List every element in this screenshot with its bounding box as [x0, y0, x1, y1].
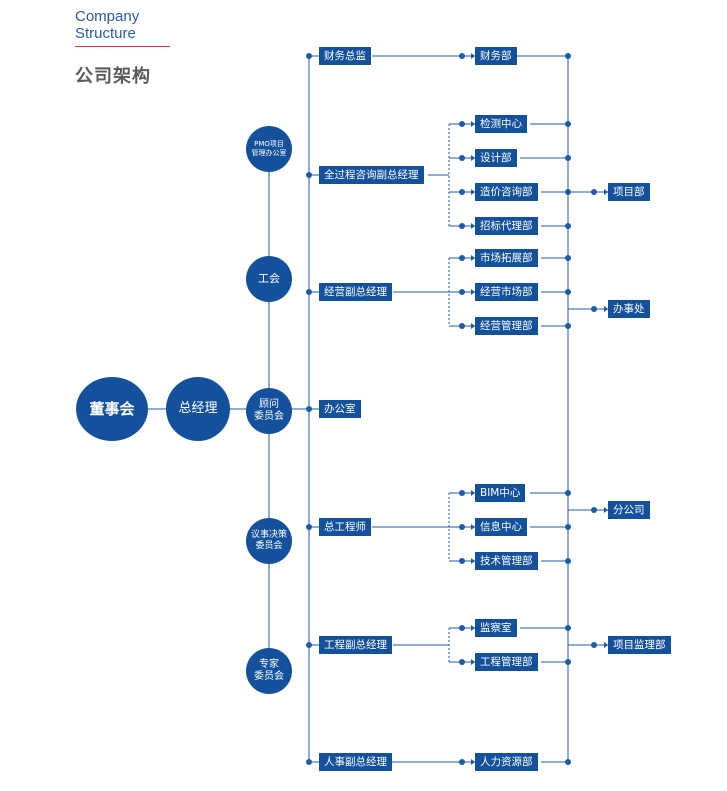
company-structure-title: Company Structure	[75, 8, 139, 42]
connector-arrow-106	[604, 507, 608, 513]
title-en-line2: Structure	[75, 25, 136, 42]
connector-dot-71	[565, 53, 571, 59]
connector-dot-59	[459, 558, 465, 564]
node-information-center: 信息中心	[475, 518, 527, 536]
connector-dot-79	[565, 223, 571, 229]
node-design-dept: 设计部	[475, 149, 517, 167]
connector-dot-89	[565, 524, 571, 530]
connector-dot-53	[459, 490, 465, 496]
connector-dot-81	[565, 255, 571, 261]
connector-arrow-65	[471, 625, 475, 631]
connector-dot-85	[565, 323, 571, 329]
node-operations-vp: 经营副总经理	[319, 283, 392, 301]
connector-arrow-60	[471, 558, 475, 564]
connector-dot-34	[459, 189, 465, 195]
node-branch-office: 办事处	[608, 300, 650, 318]
pmo-office-node: PMO项目 管理办公室	[246, 126, 292, 172]
node-branch-company: 分公司	[608, 501, 650, 519]
connector-dot-99	[591, 189, 597, 195]
connector-arrow-20	[471, 53, 475, 59]
node-office: 办公室	[319, 400, 361, 418]
node-consulting-vp: 全过程咨询副总经理	[319, 166, 424, 184]
connector-dot-73	[565, 121, 571, 127]
node-testing-center: 检测中心	[475, 115, 527, 133]
connector-dot-48	[459, 323, 465, 329]
node-tender-agency-dept: 招标代理部	[475, 217, 538, 235]
connector-arrow-57	[471, 524, 475, 530]
connector-dot-83	[565, 289, 571, 295]
title-en-line1: Company	[75, 8, 140, 25]
connector-dot-93	[565, 625, 571, 631]
node-business-management-dept: 经营管理部	[475, 317, 538, 335]
node-supervision-office: 监察室	[475, 619, 517, 637]
connector-arrow-49	[471, 323, 475, 329]
connector-dot-24	[459, 759, 465, 765]
page-title: 公司架构	[75, 66, 151, 87]
connector-arrow-54	[471, 490, 475, 496]
connector-dot-87	[565, 490, 571, 496]
connector-dot-42	[459, 255, 465, 261]
connector-dot-21	[459, 53, 465, 59]
node-hr-vp: 人事副总经理	[319, 753, 392, 771]
connector-dot-97	[565, 759, 571, 765]
connector-arrow-23	[471, 759, 475, 765]
board-node: 董事会	[76, 377, 148, 441]
node-project-supervision-dept: 项目监理部	[608, 636, 671, 654]
connector-dot-28	[459, 121, 465, 127]
connector-arrow-68	[471, 659, 475, 665]
node-engineering-vp: 工程副总经理	[319, 636, 392, 654]
connector-arrow-35	[471, 189, 475, 195]
expert-committee-node: 专家 委员会	[246, 648, 292, 694]
connector-dot-91	[565, 558, 571, 564]
title-accent-rule	[75, 46, 170, 47]
connector-dot-37	[459, 223, 465, 229]
connector-dot-95	[565, 659, 571, 665]
connector-arrow-46	[471, 289, 475, 295]
node-hr-dept: 人力资源部	[475, 753, 538, 771]
connector-arrow-109	[604, 642, 608, 648]
node-cost-consulting-dept: 造价咨询部	[475, 183, 538, 201]
node-finance-director: 财务总监	[319, 47, 371, 65]
connector-dot-105	[591, 507, 597, 513]
connector-arrow-38	[471, 223, 475, 229]
node-project-dept: 项目部	[608, 183, 650, 201]
node-business-market-dept: 经营市场部	[475, 283, 538, 301]
connector-dot-102	[591, 306, 597, 312]
labor-union-node: 工会	[246, 256, 292, 302]
connector-arrow-43	[471, 255, 475, 261]
connector-dot-45	[459, 289, 465, 295]
node-market-expansion-dept: 市场拓展部	[475, 249, 538, 267]
node-chief-engineer: 总工程师	[319, 518, 371, 536]
connector-dot-67	[459, 659, 465, 665]
advisory-committee-node: 顾问 委员会	[246, 388, 292, 434]
node-finance-dept: 财务部	[475, 47, 517, 65]
node-engineering-management-dept: 工程管理部	[475, 653, 538, 671]
connector-arrow-103	[604, 306, 608, 312]
connector-arrow-29	[471, 121, 475, 127]
connector-dot-31	[459, 155, 465, 161]
node-technical-management-dept: 技术管理部	[475, 552, 538, 570]
connector-dot-108	[591, 642, 597, 648]
connector-dot-75	[565, 155, 571, 161]
connector-arrow-100	[604, 189, 608, 195]
connector-dot-56	[459, 524, 465, 530]
connector-arrow-32	[471, 155, 475, 161]
connector-dot-64	[459, 625, 465, 631]
node-bim-center: BIM中心	[475, 484, 526, 502]
general-manager-node: 总经理	[166, 377, 230, 441]
decision-committee-node: 议事决策 委员会	[246, 518, 292, 564]
